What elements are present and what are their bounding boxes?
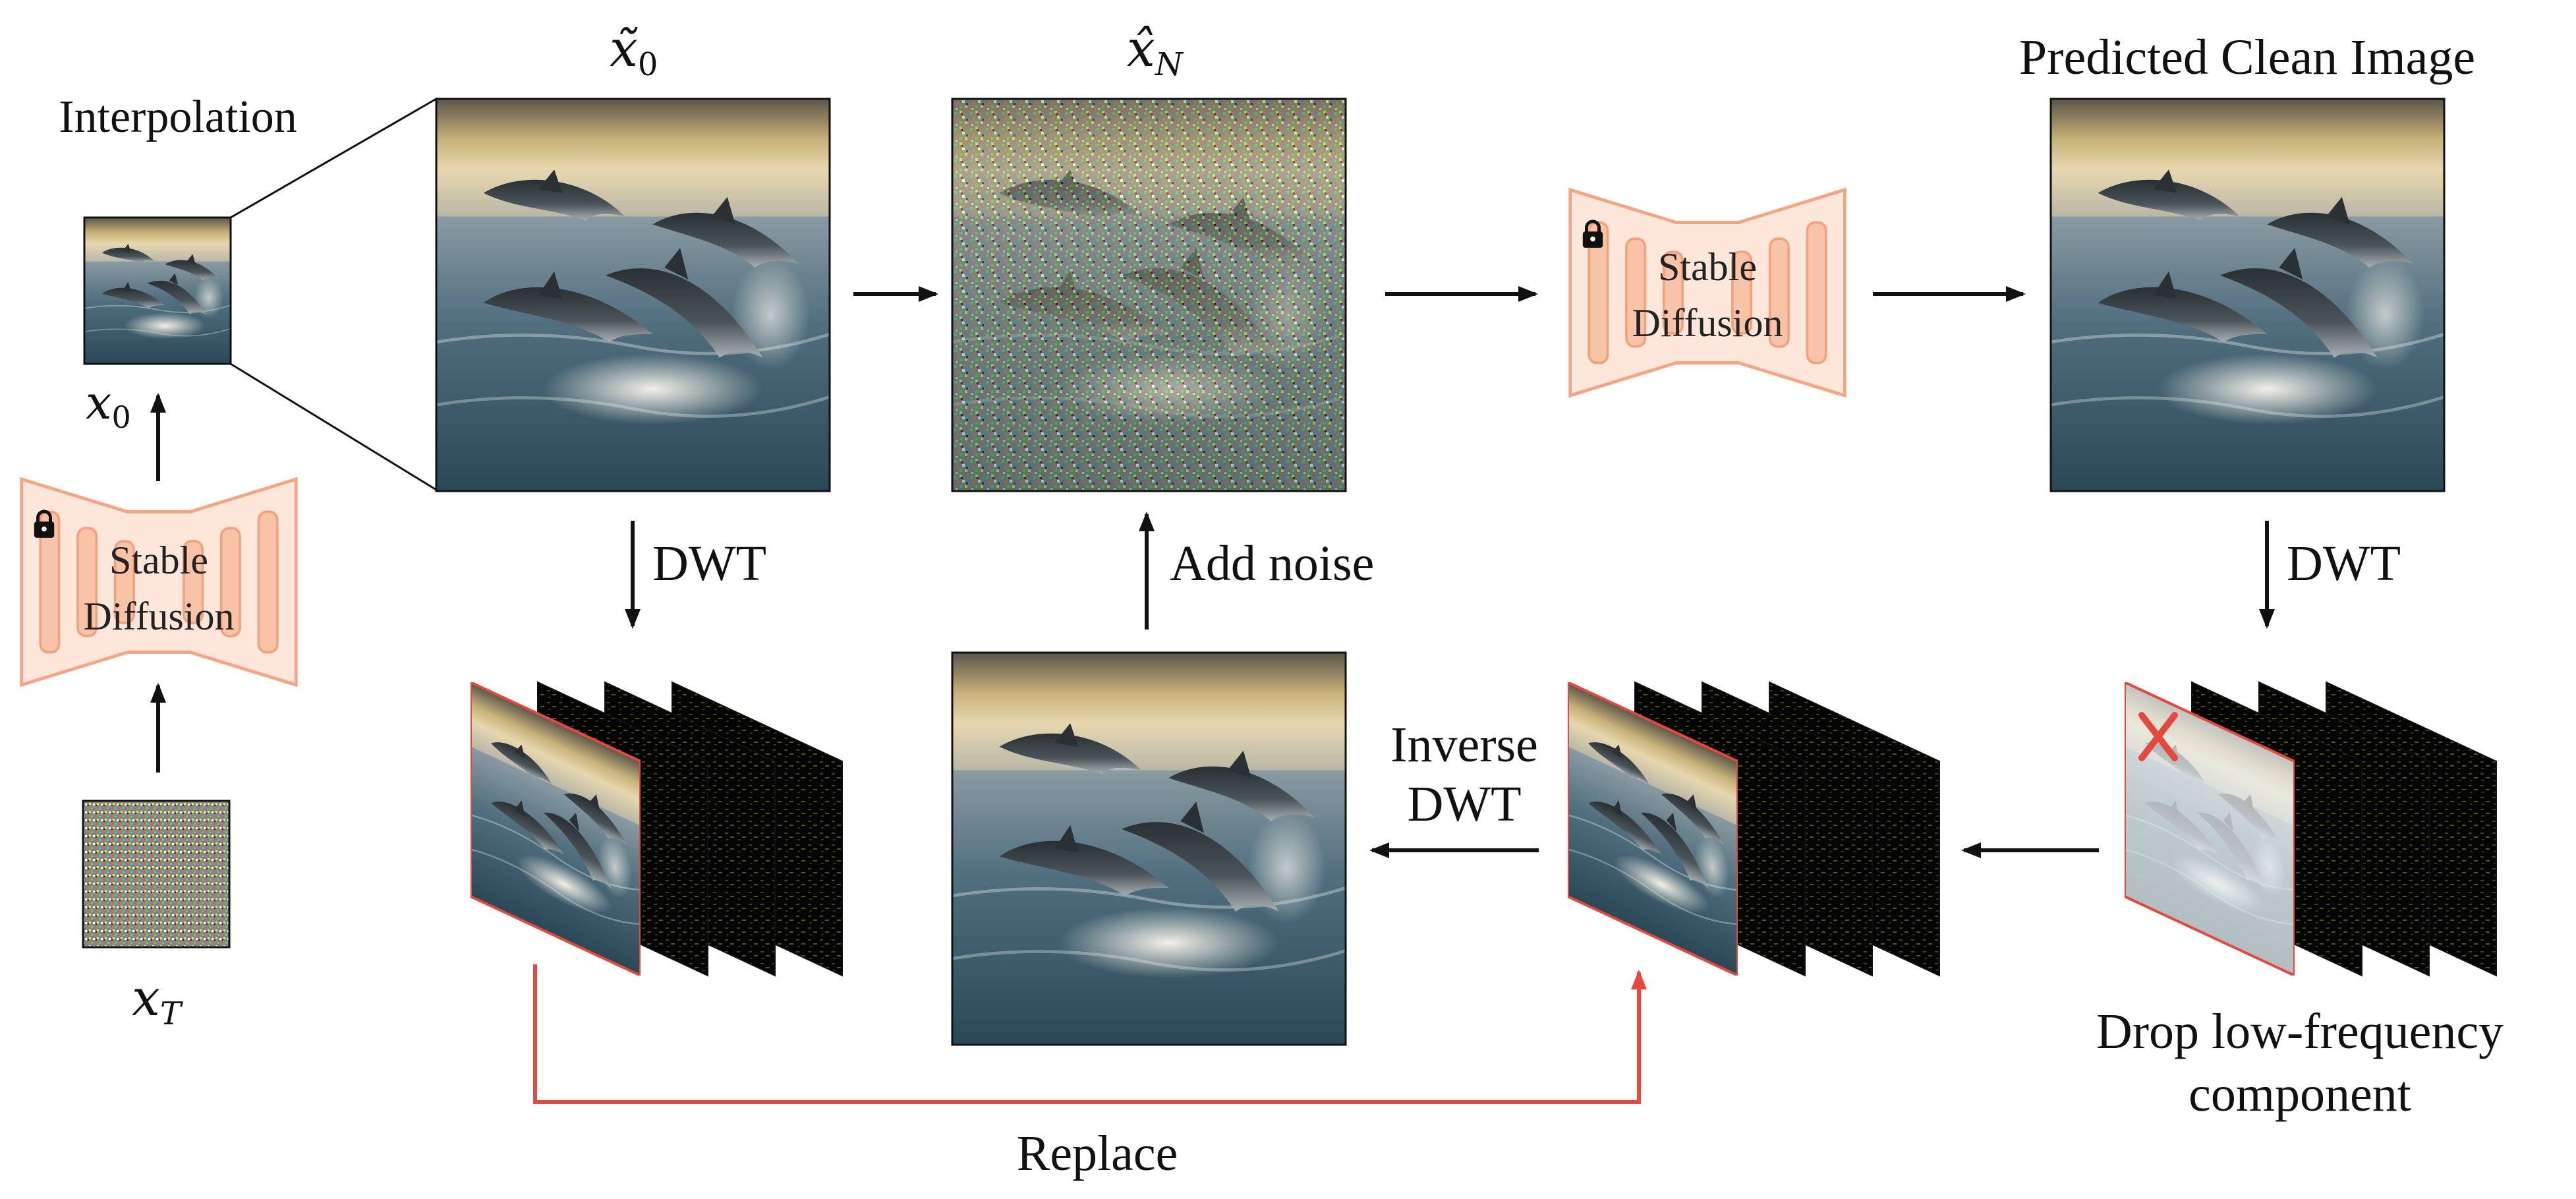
xN-hat-noisy-image [951, 98, 1347, 492]
replace-arrow [533, 964, 1647, 1104]
dwt-left-label: DWT [652, 536, 766, 591]
predicted-clean-image-label: Predicted Clean Image [2019, 30, 2475, 85]
dwt-stack-combined [1568, 681, 1940, 977]
inverse-dwt-line1: Inverse [1390, 717, 1538, 773]
low-frequency-slice-left [471, 682, 641, 976]
low-frequency-slice-replaced [1568, 682, 1738, 976]
dwt-right-label: DWT [2287, 536, 2401, 591]
x0-small-image [83, 216, 232, 365]
sd-left-line2: Diffusion [84, 595, 235, 638]
replace-label: Replace [1017, 1126, 1178, 1181]
inverse-dwt-line2: DWT [1407, 776, 1521, 832]
x0-tilde-image [435, 98, 831, 492]
sd-top-line1: Stable [1658, 245, 1757, 289]
add-noise-label: Add noise [1170, 536, 1374, 591]
drop-label-line2: component [2189, 1067, 2411, 1122]
stable-diffusion-top: Stable Diffusion [1570, 190, 1845, 395]
xT-noise-image [82, 800, 231, 949]
zoom-line-top [230, 98, 437, 219]
interpolation-label: Interpolation [59, 92, 297, 142]
xN-hat-label: x̂N [1127, 19, 1184, 83]
drop-label-line1: Drop low-frequency [2096, 1004, 2504, 1059]
dwt-stack-right [2125, 681, 2497, 977]
sd-left-line1: Stable [109, 539, 208, 582]
x0-tilde-label: x̃0 [610, 19, 658, 83]
zoom-line-bottom [230, 363, 437, 491]
dwt-stack-left [471, 681, 843, 977]
stable-diffusion-left: Stable Diffusion [22, 479, 297, 685]
low-frequency-slice-dropped [2125, 682, 2295, 976]
x0-label: x0 [86, 376, 131, 435]
predicted-clean-image [2049, 98, 2446, 492]
reconstructed-image [951, 651, 1347, 1046]
cross-icon [2138, 712, 2178, 761]
sd-top-line2: Diffusion [1632, 301, 1783, 345]
xT-label: xT [132, 968, 183, 1032]
